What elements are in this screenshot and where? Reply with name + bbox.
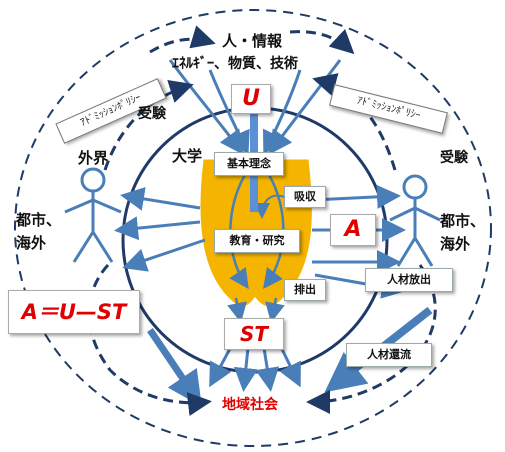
formula-box: A＝U—ST xyxy=(8,290,140,334)
city-overseas-left-2: 海外 xyxy=(16,234,47,252)
outside-world-label: 外界 xyxy=(78,149,109,167)
person-right-icon xyxy=(389,174,441,267)
talent-return-box: 人材還流 xyxy=(346,343,432,367)
talent-release-box: 人材放出 xyxy=(365,268,453,292)
bottom-arrow-3 xyxy=(255,347,280,392)
core-to-st-right xyxy=(265,297,285,323)
symbol-u-box: U xyxy=(231,84,271,114)
inner-flow-right xyxy=(263,169,285,290)
top-arrow-4 xyxy=(268,59,342,155)
bottom-arrow-2 xyxy=(233,347,258,392)
dash-right-loop xyxy=(306,264,437,414)
symbol-st-box: ST xyxy=(224,318,284,350)
left-out-arrow-1 xyxy=(120,187,201,211)
exam-right: 受験 xyxy=(440,150,468,166)
person-left-icon xyxy=(64,167,122,263)
basic-philosophy-box: 基本理念 xyxy=(214,152,284,176)
regional-society-label: 地域社会 xyxy=(222,397,278,413)
outer-dashed-circle xyxy=(14,9,492,447)
inner-flow-left xyxy=(229,169,250,290)
city-overseas-right-2: 海外 xyxy=(440,235,471,253)
dash-left-loop xyxy=(87,263,212,416)
left-out-arrow-2 xyxy=(114,216,201,241)
left-out-arrow-3 xyxy=(122,238,206,272)
dash-top-left xyxy=(149,25,216,54)
bottom-arrow-4 xyxy=(278,344,301,388)
symbol-a-box: A xyxy=(330,214,376,246)
top-arrow-2 xyxy=(208,69,250,156)
exam-left: 受験 xyxy=(138,106,166,122)
core-to-st-left xyxy=(227,297,247,323)
top-label-line1: 人・情報 xyxy=(222,32,283,50)
education-research-box: 教育・研究 xyxy=(214,229,300,253)
dash-left-top xyxy=(103,79,194,171)
dash-top-right xyxy=(289,28,355,55)
city-overseas-left-1: 都市、 xyxy=(16,211,62,229)
top-label-line2: ｴﾈﾙｷﾞｰ、物質、技術 xyxy=(172,56,298,72)
city-overseas-right-1: 都市、 xyxy=(440,212,486,230)
bottom-arrow-1 xyxy=(209,344,234,388)
discharge-box: 排出 xyxy=(284,279,326,301)
left-outflow-arrow xyxy=(147,328,202,407)
top-arrow-1 xyxy=(168,59,244,155)
university-label: 大学 xyxy=(172,147,203,165)
absorption-box: 吸収 xyxy=(284,186,326,208)
